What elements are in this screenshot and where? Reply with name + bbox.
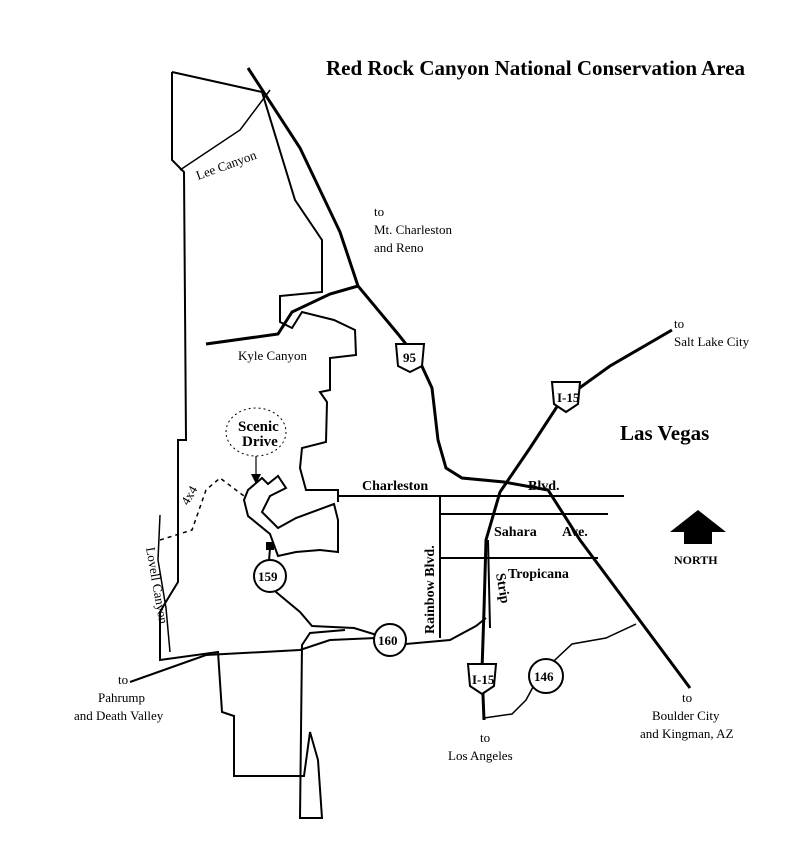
svg-text:160: 160 <box>378 633 398 648</box>
kyle-canyon-label: Kyle Canyon <box>238 348 307 363</box>
lee-canyon-label: Lee Canyon <box>194 147 259 183</box>
svg-text:and Reno: and Reno <box>374 240 423 255</box>
sr-159-shield: 159 <box>253 559 287 593</box>
svg-text:and Kingman, AZ: and Kingman, AZ <box>640 726 734 741</box>
svg-text:Boulder City: Boulder City <box>652 708 720 723</box>
svg-text:to: to <box>374 204 384 219</box>
us-95-shield: 95 <box>394 343 426 374</box>
lovell-canyon-label: Lovell Canyon <box>143 546 171 626</box>
dest-salt-lake-city: to Salt Lake City <box>674 316 750 349</box>
map-title: Red Rock Canyon National Conservation Ar… <box>326 56 746 80</box>
dest-boulder-city: to Boulder City and Kingman, AZ <box>640 690 734 741</box>
i-15-north-shield: I-15 <box>550 381 582 414</box>
rainbow-label: Rainbow Blvd. <box>423 545 438 634</box>
las-vegas-label: Las Vegas <box>620 421 709 445</box>
i-15-south-shield: I-15 <box>466 663 498 696</box>
dest-charleston-reno: to Mt. Charleston and Reno <box>374 204 452 255</box>
lovell-canyon-road <box>157 514 171 653</box>
svg-text:to: to <box>682 690 692 705</box>
ave-label: Ave. <box>562 525 588 540</box>
svg-text:Pahrump: Pahrump <box>98 690 145 705</box>
charleston-label: Charleston <box>362 479 428 494</box>
svg-text:to: to <box>480 730 490 745</box>
svg-text:146: 146 <box>534 669 554 684</box>
scenic-loop-area <box>242 474 339 558</box>
sahara-label: Sahara <box>494 525 537 540</box>
svg-text:Los Angeles: Los Angeles <box>448 748 513 763</box>
four-by-four-road <box>159 477 245 541</box>
svg-text:Salt Lake City: Salt Lake City <box>674 334 750 349</box>
sr-160-shield: 160 <box>373 623 407 657</box>
svg-text:and Death Valley: and Death Valley <box>74 708 164 723</box>
svg-text:I-15: I-15 <box>472 672 495 687</box>
nca-boundary <box>159 71 358 819</box>
svg-text:Mt. Charleston: Mt. Charleston <box>374 222 452 237</box>
four-by-four-label: 4x4 <box>178 483 201 508</box>
visitor-center-marker <box>266 542 274 550</box>
dest-pahrump: to Pahrump and Death Valley <box>74 672 164 723</box>
north-label: NORTH <box>674 553 718 567</box>
sr-146-shield: 146 <box>528 658 564 694</box>
svg-text:to: to <box>118 672 128 687</box>
scenic-drive-marker <box>225 407 287 457</box>
scenic-drive-label-2: Drive <box>242 434 278 450</box>
tropicana-label: Tropicana <box>508 567 569 582</box>
lee-canyon-road <box>179 89 271 171</box>
svg-text:I-15: I-15 <box>557 390 580 405</box>
svg-text:95: 95 <box>403 350 417 365</box>
scenic-drive-arrowhead <box>251 474 261 484</box>
strip-label: Strip <box>492 572 512 605</box>
north-arrow-icon <box>670 510 726 544</box>
us-95-highway <box>246 67 692 689</box>
dest-los-angeles: to Los Angeles <box>448 730 513 763</box>
i-15-highway <box>480 328 673 721</box>
svg-text:159: 159 <box>258 569 278 584</box>
scenic-drive-label-1: Scenic <box>238 419 279 435</box>
sr-159-road <box>266 547 381 637</box>
kyle-canyon-road <box>205 284 359 346</box>
svg-text:to: to <box>674 316 684 331</box>
strip-road <box>487 539 491 629</box>
blvd-label: Blvd. <box>528 479 560 494</box>
